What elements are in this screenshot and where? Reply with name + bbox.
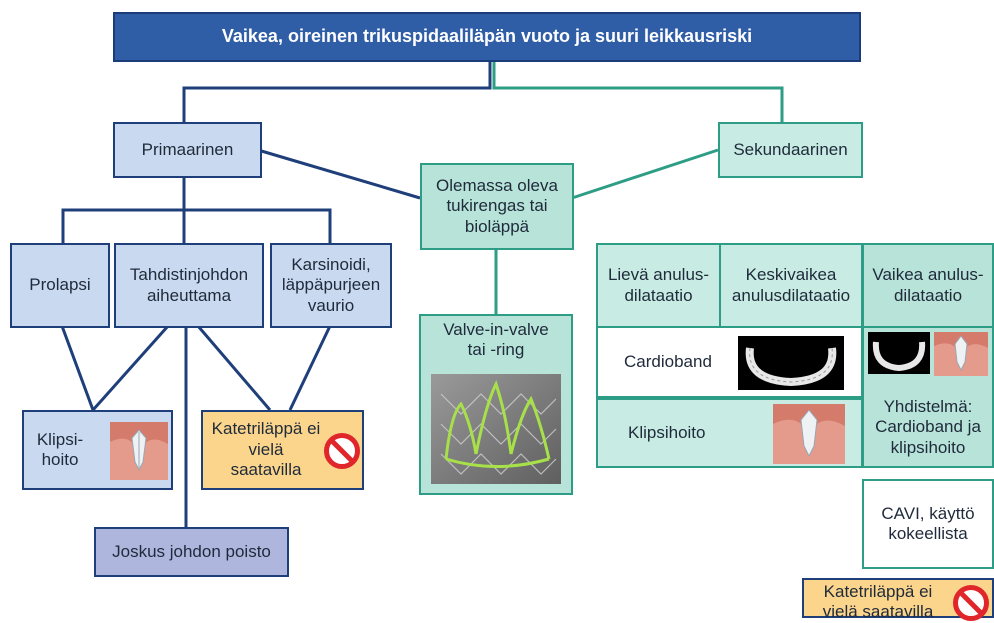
cath-valve-secondary-node: Katetriläppä ei vielä saatavilla	[802, 578, 994, 621]
existing-ring-node: Olemassa oleva tukirengas tai bioläppä	[420, 163, 574, 250]
clip-device-icon	[110, 422, 168, 480]
mild-dilatation-node: Lievä anulus-dilataatio	[596, 243, 721, 328]
lead-removal-node: Joskus johdon poisto	[94, 527, 289, 577]
cardioband-label: Cardioband	[624, 351, 712, 371]
cardioband-ring-icon	[738, 336, 844, 390]
clip-device-icon	[773, 404, 845, 464]
prolapse-node: Prolapsi	[10, 243, 110, 328]
valve-in-valve-node: Valve-in-valve tai -ring	[419, 314, 573, 495]
clip-therapy-primary-node: Klipsi-hoito	[22, 410, 173, 490]
severe-dilatation-node: Vaikea anulus-dilataatio	[862, 243, 994, 328]
cath-valve-primary-node: Katetriläppä ei vielä saatavilla	[201, 410, 364, 490]
combination-label: Yhdistelmä: Cardioband ja klipsihoito	[875, 396, 981, 457]
cardioband-node: Cardioband	[596, 326, 863, 398]
secondary-node: Sekundaarinen	[718, 122, 863, 178]
cath-valve-secondary-label: Katetriläppä ei vielä saatavilla	[822, 582, 934, 622]
clip-therapy-secondary-label: Klipsihoito	[628, 422, 706, 442]
diagram-title: Vaikea, oireinen trikuspidaaliläpän vuot…	[113, 12, 861, 62]
pacer-lead-node: Tahdistinjohdon aiheuttama	[114, 243, 264, 328]
cavi-node: CAVI, käyttö kokeellista	[862, 479, 994, 569]
carcinoid-node: Karsinoidi, läppäpurjeen vaurio	[270, 243, 392, 328]
no-entry-icon	[324, 433, 360, 469]
cath-valve-primary-label: Katetriläppä ei vielä saatavilla	[211, 419, 321, 480]
cardioband-ring-icon	[868, 332, 930, 374]
clip-device-icon	[934, 332, 988, 376]
combination-node: Yhdistelmä: Cardioband ja klipsihoito	[862, 326, 994, 468]
moderate-dilatation-node: Keskivaikea anulusdilataatio	[719, 243, 863, 328]
clip-therapy-label: Klipsi-hoito	[36, 429, 84, 469]
valve-stent-image	[431, 374, 561, 484]
clip-therapy-secondary-node: Klipsihoito	[596, 398, 863, 468]
valve-in-valve-label: Valve-in-valve tai -ring	[443, 320, 549, 360]
primary-node: Primaarinen	[113, 122, 262, 178]
no-entry-icon	[953, 585, 989, 621]
